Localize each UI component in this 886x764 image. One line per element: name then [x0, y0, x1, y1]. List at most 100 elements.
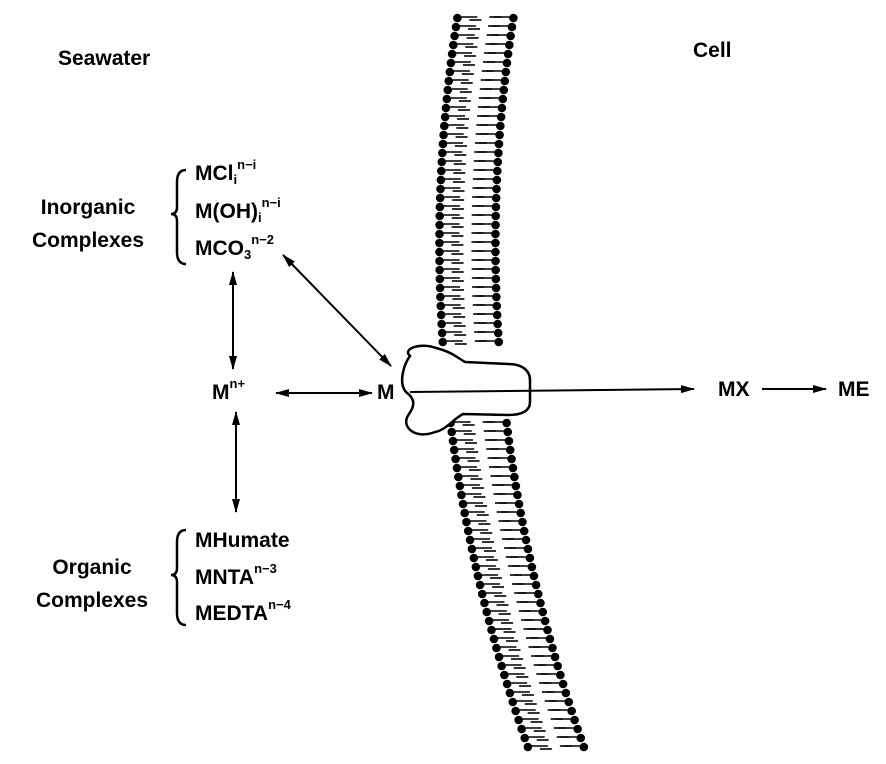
lipid-head: [435, 239, 444, 248]
inorganic-bracket: [171, 170, 186, 264]
lipid-head: [436, 275, 445, 284]
lipid-head: [446, 68, 455, 77]
lipid-head: [541, 617, 550, 626]
lipid-head: [513, 491, 522, 500]
lipid-head: [478, 590, 487, 599]
lipid-head: [482, 608, 491, 617]
lipid-head: [502, 419, 511, 428]
lipid-head: [524, 545, 533, 554]
lipid-head: [506, 32, 515, 41]
lipid-head: [494, 329, 503, 338]
lipid-head: [492, 302, 501, 311]
lipid-head: [451, 455, 460, 464]
lipid-head: [435, 248, 444, 257]
lipid-head: [518, 518, 527, 527]
lipid-head: [532, 581, 541, 590]
lipid-head: [459, 500, 468, 509]
lipid-head: [439, 140, 448, 149]
lipid-head: [491, 230, 500, 239]
transporter-bound-metal: M: [377, 382, 395, 403]
lipid-head: [440, 122, 449, 131]
cell-label: Cell: [693, 40, 732, 61]
lipid-head: [441, 113, 450, 122]
free-metal-ion: Mn+: [212, 382, 245, 403]
lipid-head: [492, 644, 501, 653]
lipid-head: [457, 491, 466, 500]
species-edta-complex: MEDTAn−4: [195, 603, 291, 624]
lipid-head: [520, 734, 529, 743]
lipid-head: [437, 167, 446, 176]
lipid-head: [570, 716, 579, 725]
lipid-head: [506, 446, 515, 455]
lipid-head: [492, 275, 501, 284]
inorganic-label-line2: Complexes: [32, 229, 144, 252]
organic-bracket: [171, 530, 186, 625]
lipid-head: [512, 482, 521, 491]
lipid-head: [437, 311, 446, 320]
lipid-head: [460, 509, 469, 518]
lipid-head: [476, 581, 485, 590]
lipid-head: [493, 167, 502, 176]
lipid-head: [447, 428, 456, 437]
species-chloride-complex: MClin−i: [195, 163, 256, 184]
lipid-head: [443, 95, 452, 104]
arrow-carbonate-to-transporter: [283, 255, 391, 366]
lipid-head: [507, 455, 516, 464]
lipid-head: [485, 617, 494, 626]
lipid-head: [492, 185, 501, 194]
lipid-head: [573, 725, 582, 734]
lipid-head: [435, 266, 444, 275]
lipid-head: [436, 194, 445, 203]
lipid-head: [538, 608, 547, 617]
lipid-head: [470, 554, 479, 563]
lipid-head: [490, 635, 499, 644]
lipid-head: [498, 104, 507, 113]
lipid-head: [509, 14, 518, 23]
lipid-head: [438, 329, 447, 338]
lipid-head: [442, 104, 451, 113]
lipid-head: [493, 176, 502, 185]
lipid-head: [436, 284, 445, 293]
lipid-head: [505, 41, 514, 50]
organic-label-line1: Organic: [52, 556, 131, 579]
lipid-head: [452, 23, 461, 32]
lipid-head: [506, 689, 515, 698]
lipid-head: [497, 662, 506, 671]
lipid-head: [491, 248, 500, 257]
lipid-head: [497, 113, 506, 122]
lipid-head: [546, 635, 555, 644]
lipid-head: [472, 563, 481, 572]
lipid-head: [495, 653, 504, 662]
lipid-head: [495, 131, 504, 140]
lipid-head: [503, 428, 512, 437]
seawater-label: Seawater: [58, 48, 150, 69]
lipid-head: [437, 176, 446, 185]
lipid-head: [520, 527, 529, 536]
lipid-head: [447, 59, 456, 68]
lipid-head: [491, 221, 500, 230]
lipid-head: [494, 149, 503, 158]
lipid-head: [505, 437, 514, 446]
lipid-head: [466, 536, 475, 545]
lipid-head: [528, 563, 537, 572]
lipid-head: [435, 212, 444, 221]
lipid-head: [511, 707, 520, 716]
inorganic-label-line1: Inorganic: [41, 196, 136, 219]
lipid-head: [543, 626, 552, 635]
lipid-head: [516, 509, 525, 518]
lipid-head: [504, 50, 513, 59]
lipid-head: [567, 707, 576, 716]
organic-complexes-label: Organic Complexes: [12, 552, 172, 617]
lipid-head: [517, 725, 526, 734]
lipid-head: [453, 464, 462, 473]
lipid-head: [491, 212, 500, 221]
lipid-head: [491, 257, 500, 266]
lipid-head: [436, 185, 445, 194]
lipid-head: [508, 23, 517, 32]
lipid-head: [449, 437, 458, 446]
intracellular-me: ME: [838, 379, 870, 400]
lipid-head: [503, 59, 512, 68]
lipid-head: [502, 68, 511, 77]
lipid-head: [553, 662, 562, 671]
